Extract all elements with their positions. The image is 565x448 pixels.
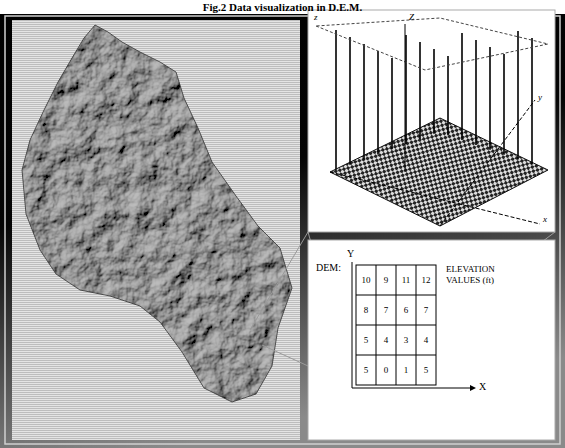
elevation-value: 11 bbox=[396, 265, 416, 295]
elevation-bar bbox=[433, 49, 435, 134]
axis-label: Y bbox=[347, 248, 354, 259]
axis-label: X bbox=[479, 381, 486, 392]
map-panel bbox=[12, 20, 300, 440]
grid-y-axis bbox=[352, 262, 353, 388]
axis-arrowhead bbox=[470, 385, 476, 391]
elevation-value: 5 bbox=[356, 355, 376, 385]
elevation-value: 4 bbox=[376, 325, 396, 355]
legend-note: ELEVATION VALUES (ft) bbox=[446, 264, 512, 286]
elevation-bar bbox=[377, 51, 379, 154]
y-axis bbox=[440, 100, 535, 226]
elevation-value: 7 bbox=[376, 295, 396, 325]
surface-outline bbox=[316, 18, 548, 70]
grid-panel bbox=[308, 240, 555, 440]
elevation-bar bbox=[475, 40, 477, 145]
axis-label: Z bbox=[409, 12, 414, 22]
dem-label: DEM: bbox=[316, 262, 341, 273]
surface-panel bbox=[308, 10, 555, 232]
elevation-value: 9 bbox=[376, 265, 396, 295]
z-axis bbox=[405, 24, 406, 172]
elevation-value: 7 bbox=[416, 295, 436, 325]
elevation-bar bbox=[503, 54, 505, 155]
x-axis bbox=[330, 172, 540, 224]
figure-title: Fig.2 Data visualization in D.E.M. bbox=[0, 1, 565, 13]
elevation-value: 3 bbox=[396, 325, 416, 355]
elevation-bar bbox=[419, 42, 421, 139]
elevation-value: 8 bbox=[356, 295, 376, 325]
watershed-relief bbox=[22, 25, 292, 402]
elevation-bar bbox=[531, 38, 533, 164]
axis-label: z bbox=[314, 12, 318, 22]
elevation-value: 5 bbox=[356, 325, 376, 355]
elevation-value: 6 bbox=[396, 295, 416, 325]
watershed-outline bbox=[22, 25, 292, 402]
elevation-bars bbox=[336, 30, 532, 170]
dem-grid bbox=[356, 265, 436, 385]
elevation-bar bbox=[489, 47, 491, 150]
elevation-bar bbox=[363, 44, 365, 160]
elevation-bar bbox=[391, 58, 393, 149]
grid-x-axis bbox=[352, 388, 470, 389]
axis-label: x bbox=[543, 214, 547, 224]
elevation-value: 5 bbox=[416, 355, 436, 385]
elevation-bar bbox=[447, 56, 449, 135]
elevation-value: 4 bbox=[416, 325, 436, 355]
base-grid bbox=[330, 118, 548, 226]
elevation-bar bbox=[349, 37, 351, 165]
elevation-value: 1 bbox=[396, 355, 416, 385]
axis-label: y bbox=[538, 92, 542, 102]
elevation-value: 10 bbox=[356, 265, 376, 295]
elevation-value: 12 bbox=[416, 265, 436, 295]
elevation-value: 0 bbox=[376, 355, 396, 385]
elevation-bar bbox=[335, 30, 337, 170]
elevation-bar bbox=[461, 33, 463, 140]
